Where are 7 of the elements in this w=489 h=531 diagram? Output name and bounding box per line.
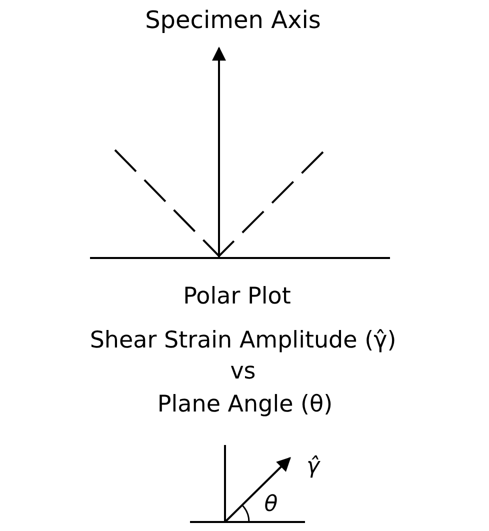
axis-label: Specimen Axis: [145, 6, 321, 34]
angle-label: θ: [264, 492, 278, 518]
plot-title: vs: [230, 359, 256, 385]
plot-title: Shear Strain Amplitude (γ̂): [90, 328, 396, 354]
plot-title: Plane Angle (θ): [157, 392, 333, 418]
plot-title: Polar Plot: [183, 284, 291, 310]
vector-label: γ̂: [306, 454, 320, 480]
